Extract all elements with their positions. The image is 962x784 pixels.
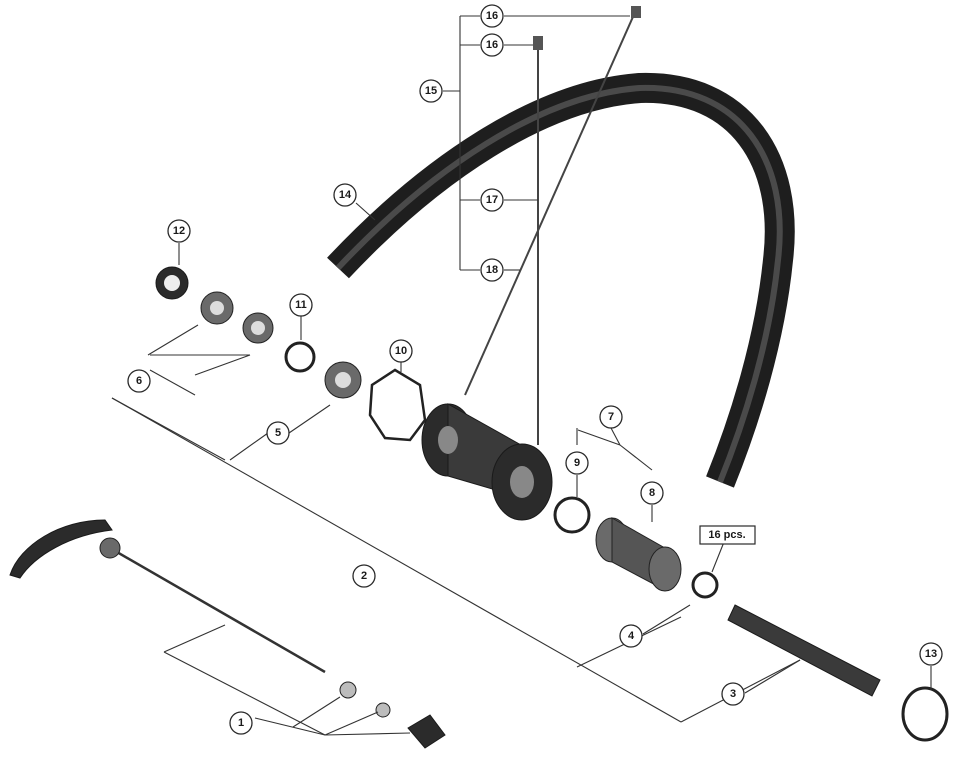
nipple-part-a [533,36,543,50]
rim-part [327,72,795,488]
spokes-part [464,6,641,445]
callout-14: 14 [333,183,357,207]
callout-16-top: 16 [480,4,504,28]
callout-18: 18 [480,258,504,282]
callout-10: 10 [389,339,413,363]
leader-lines [111,15,932,736]
o-ring-part [553,496,591,534]
large-ring-part [901,686,949,742]
svg-text:13: 13 [925,648,937,660]
freehub-body-part [595,517,682,592]
svg-text:6: 6 [136,375,142,387]
note-16-pcs: 16 pcs. [699,525,756,545]
washer-part [284,341,316,373]
callout-11: 11 [289,293,313,317]
svg-text:8: 8 [649,487,655,499]
callout-13: 13 [919,642,943,666]
svg-text:5: 5 [275,427,281,439]
quick-release-part [9,519,446,749]
svg-text:10: 10 [395,345,407,357]
callout-4: 4 [619,624,643,648]
svg-text:17: 17 [486,194,498,206]
lock-nut-part [155,266,189,300]
callout-8: 8 [640,481,664,505]
axle-part [727,604,881,697]
nipple-part-b [631,6,641,18]
svg-text:9: 9 [574,457,580,469]
callout-2: 2 [352,564,376,588]
hub-body-part [421,403,553,521]
svg-text:2: 2 [361,570,367,582]
callout-9: 9 [565,451,589,475]
svg-text:1: 1 [238,717,244,729]
callout-16-second: 16 [480,33,504,57]
callout-7: 7 [599,405,623,429]
svg-text:16: 16 [486,39,498,51]
callout-6: 6 [127,369,151,393]
svg-text:7: 7 [608,411,614,423]
svg-text:14: 14 [339,189,352,201]
spacer-part [368,368,427,442]
svg-text:3: 3 [730,688,736,700]
svg-text:15: 15 [425,85,437,97]
callout-1: 1 [229,711,253,735]
bearing-parts [200,291,362,399]
callout-17: 17 [480,188,504,212]
callout-5: 5 [266,421,290,445]
svg-text:4: 4 [628,630,635,642]
svg-text:16: 16 [486,10,498,22]
svg-text:16 pcs.: 16 pcs. [708,529,745,541]
callout-15: 15 [419,79,443,103]
svg-text:18: 18 [486,264,498,276]
svg-text:12: 12 [173,225,185,237]
svg-text:11: 11 [295,299,307,311]
callout-3: 3 [721,682,745,706]
callout-12: 12 [167,219,191,243]
small-ring-part [691,571,719,599]
